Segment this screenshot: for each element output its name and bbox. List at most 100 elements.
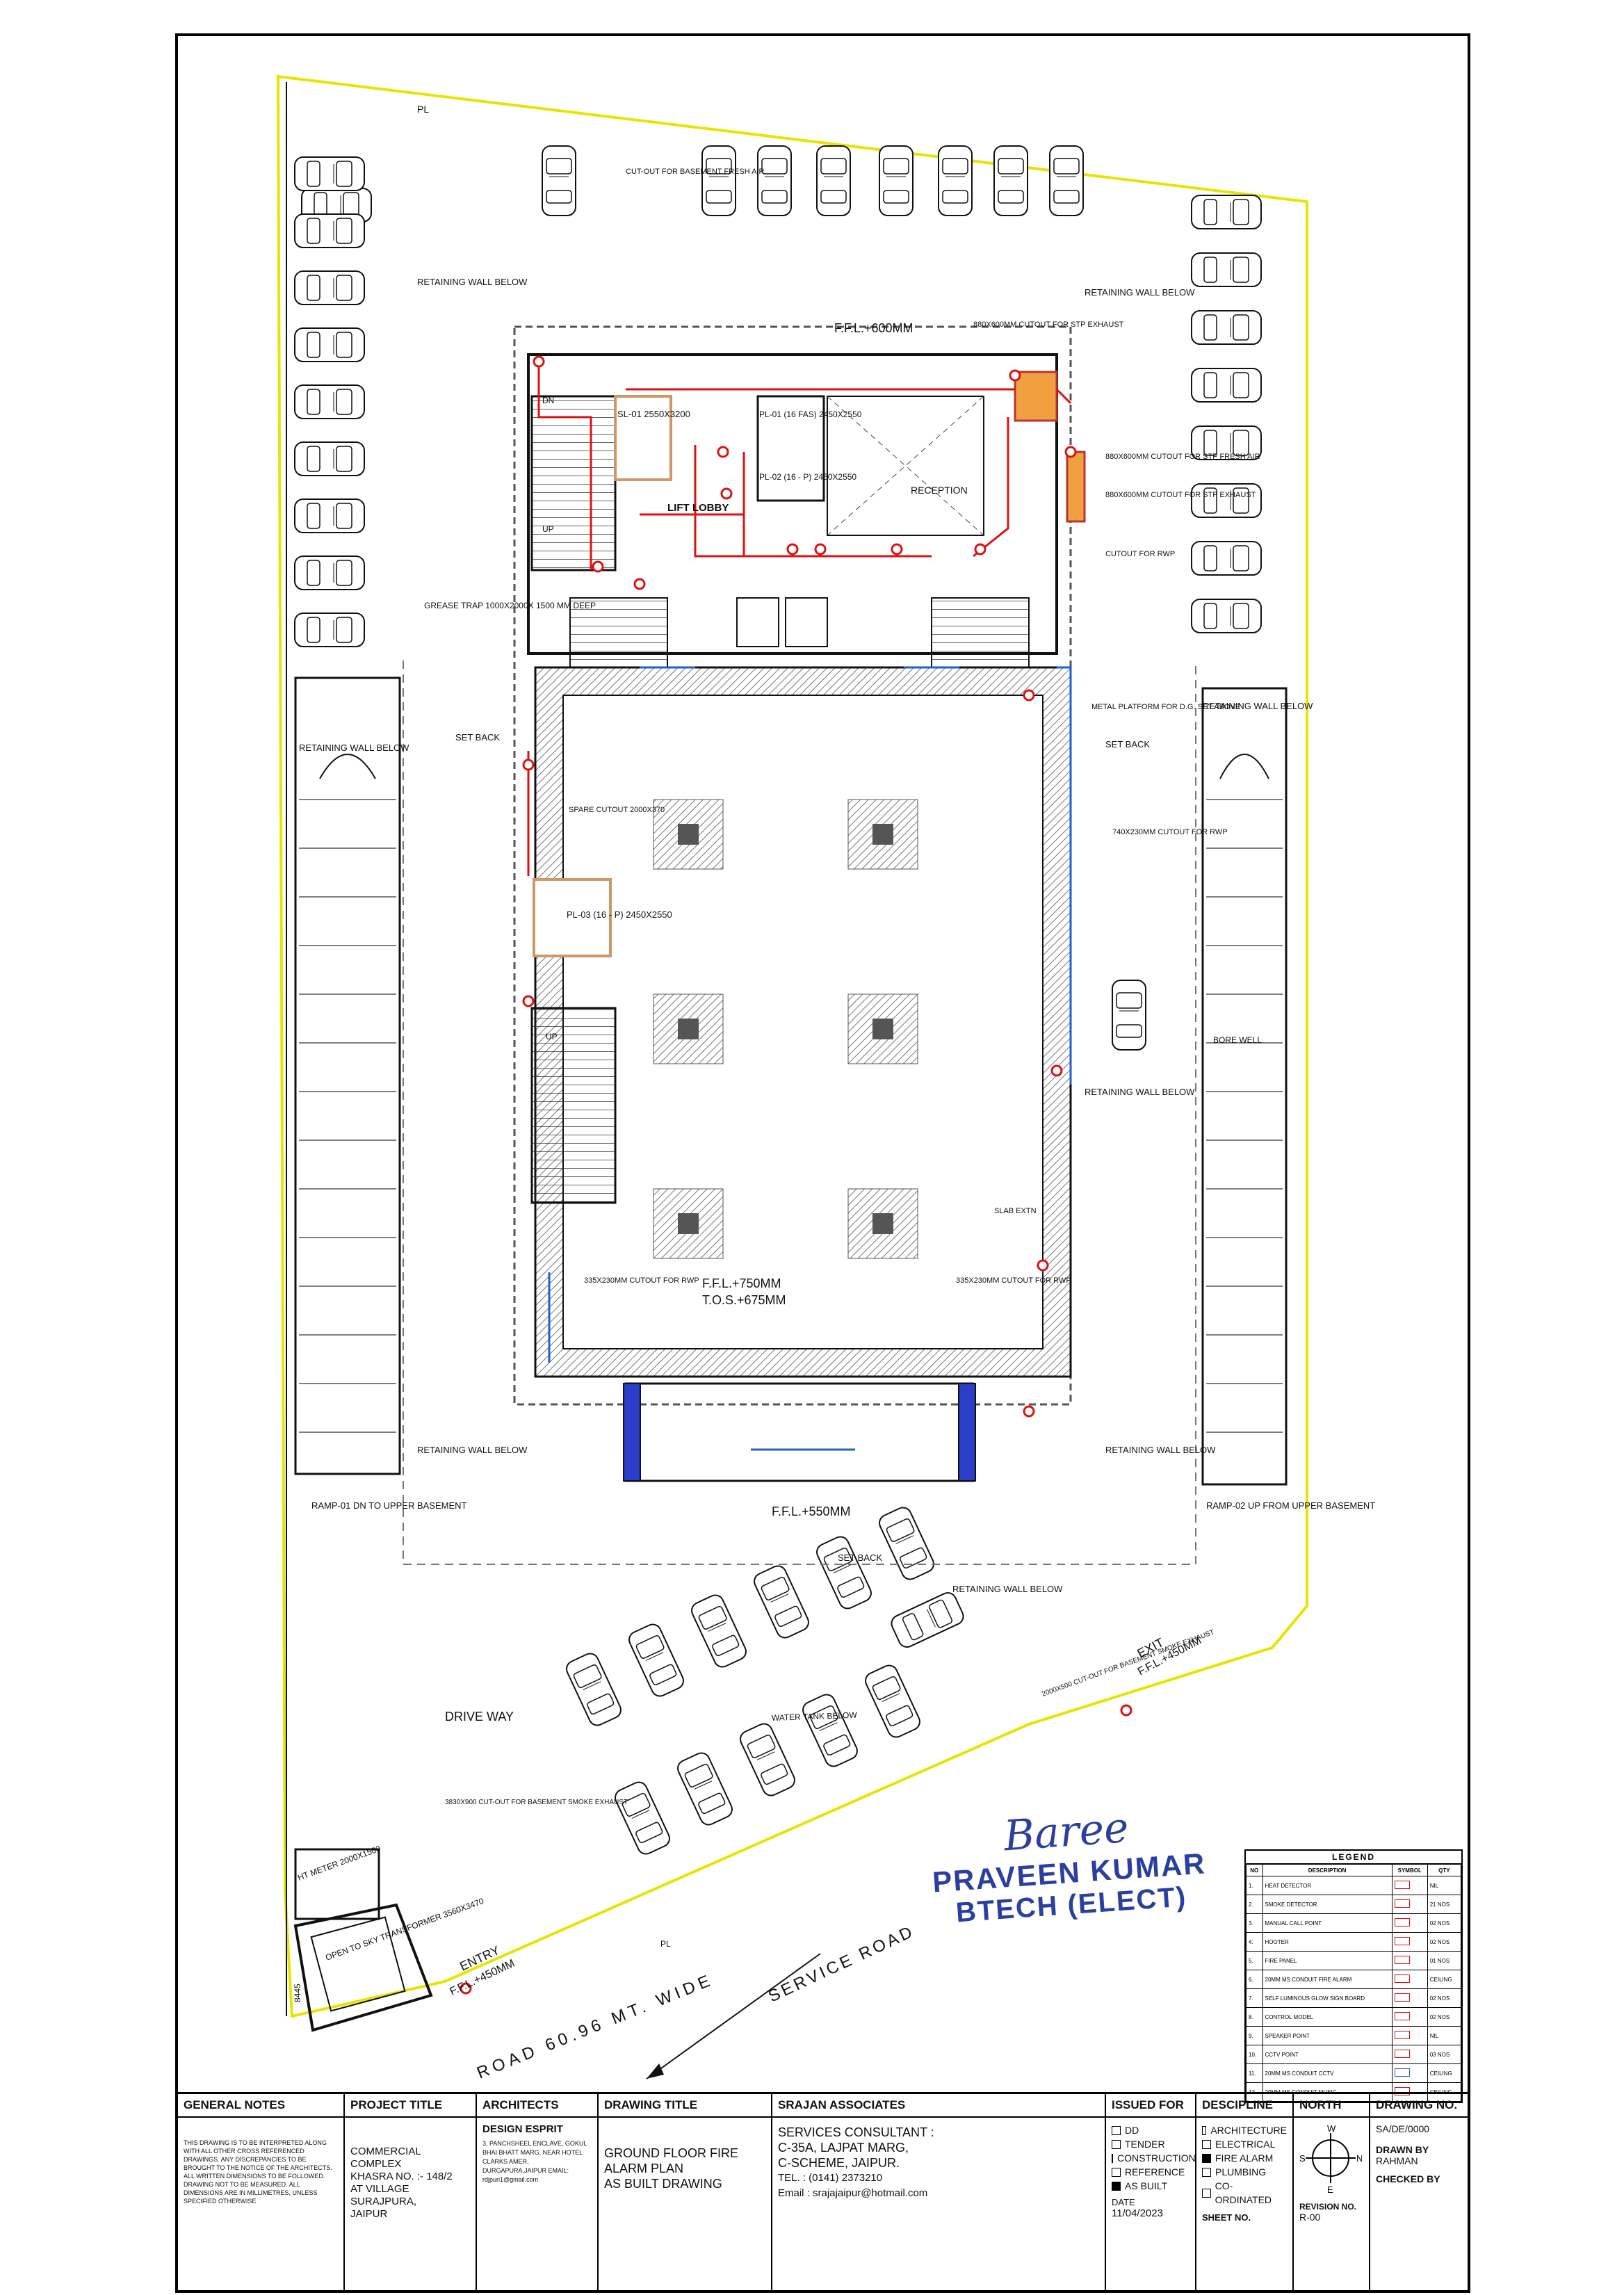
legend-description: MANUAL CALL POINT <box>1262 1913 1392 1933</box>
checkbox-icon <box>1112 2181 1121 2191</box>
column <box>872 1019 893 1039</box>
parked-car-bottom <box>888 1589 967 1651</box>
legend-no: 8. <box>1246 2007 1263 2027</box>
pl03-label: PL-03 (16 - P) 2450X2550 <box>567 909 672 920</box>
stair-core-top-left <box>569 597 668 668</box>
project-line-4: JAIPUR <box>350 2208 388 2220</box>
drawing-title-heading: DRAWING TITLE <box>599 2094 771 2118</box>
parked-car-bottom <box>626 1621 687 1700</box>
grease-trap-label: GREASE TRAP 1000X2000X 1500 MM DEEP <box>424 601 596 610</box>
dimension-8445-label: 8445 <box>293 1984 302 2002</box>
legend-qty: 02 NOS <box>1427 1932 1462 1952</box>
parked-car-right <box>1112 980 1146 1051</box>
stair-core-top <box>530 395 617 571</box>
parked-car-top <box>879 145 914 216</box>
legend-symbol-icon <box>1391 1988 1428 2008</box>
consultant-line-2: C-35A, LAJPAT MARG, <box>778 2141 909 2155</box>
stair-up-label: UP <box>542 524 554 534</box>
checkbox-item: TENDER <box>1112 2137 1189 2151</box>
checkbox-item: FIRE ALARM <box>1202 2151 1287 2165</box>
drawing-title-line-3: AS BUILT DRAWING <box>604 2177 722 2191</box>
parked-car-right <box>1191 310 1262 345</box>
cctv-wiring <box>548 666 1072 1451</box>
transformer <box>310 1916 406 2012</box>
checkbox-icon <box>1202 2167 1211 2177</box>
legend-symbol-icon <box>1391 1951 1428 1970</box>
parked-car-left <box>294 555 365 590</box>
smoke-detector-icon <box>1120 1704 1132 1717</box>
stp-fresh-air-label: 880X600MM CUTOUT FOR STP FRESH AIR <box>1105 453 1260 461</box>
checkbox-item: ELECTRICAL <box>1202 2137 1287 2151</box>
checkbox-label: ARCHITECTURE <box>1210 2125 1287 2136</box>
transformer-yard <box>293 1903 433 2032</box>
parked-car-bottom <box>688 1591 749 1671</box>
checkbox-icon <box>1202 2125 1207 2135</box>
consultant-line-1: SERVICES CONSULTANT : <box>778 2125 934 2139</box>
fire-alarm-wiring <box>527 362 1072 876</box>
pl-label: PL <box>417 104 429 115</box>
ramp-01 <box>294 676 401 1475</box>
retaining-wall-label-8: RETAINING WALL BELOW <box>952 1584 1063 1594</box>
checkbox-label: FIRE ALARM <box>1215 2152 1274 2164</box>
column <box>678 1019 699 1039</box>
checkbox-icon <box>1202 2153 1211 2163</box>
parked-car-bottom <box>876 1504 937 1583</box>
parked-car-left <box>294 498 365 533</box>
parked-car-bottom <box>799 1691 861 1770</box>
smoke-detector-icon <box>1064 446 1077 458</box>
metal-platform-label: METAL PLATFORM FOR D.G. SET ABOVE <box>1091 703 1240 711</box>
consultant-cell: SRAJAN ASSOCIATES SERVICES CONSULTANT : … <box>772 2094 1106 2292</box>
ramp02-label: RAMP-02 UP FROM UPPER BASEMENT <box>1206 1500 1375 1511</box>
general-notes-cell: GENERAL NOTES THIS DRAWING IS TO BE INTE… <box>178 2094 345 2292</box>
checkbox-icon <box>1202 2139 1211 2149</box>
legend-description: 20MM MS CONDUIT FIRE ALARM <box>1262 1970 1392 1989</box>
date-value: 11/04/2023 <box>1112 2207 1163 2219</box>
sl01-label: SL-01 2550X3200 <box>617 409 690 419</box>
legend-grid: NO DESCRIPTION SYMBOL QTY 1.HEAT DETECTO… <box>1246 1864 1462 2102</box>
drawing-no-value: SA/DE/0000 <box>1376 2123 1430 2134</box>
drawing-title-cell: DRAWING TITLE GROUND FLOOR FIRE ALARM PL… <box>599 2094 772 2292</box>
drawn-by-value: RAHMAN <box>1376 2155 1418 2166</box>
parked-car-left <box>294 213 365 248</box>
project-line-3: AT VILLAGE SURAJPURA, <box>350 2183 417 2207</box>
legend-symbol-icon <box>1391 2026 1428 2045</box>
parked-car-top <box>542 145 576 216</box>
legend-no: 2. <box>1246 1895 1263 1914</box>
stp-fresh-air-box <box>1066 451 1086 523</box>
stp-cutout-box <box>1014 371 1058 422</box>
legend-no: 5. <box>1246 1951 1263 1970</box>
legend-description: HEAT DETECTOR <box>1262 1876 1392 1895</box>
drawing-no-heading: DRAWING NO. <box>1370 2094 1468 2118</box>
compass-w: W <box>1327 2123 1336 2134</box>
parked-car-bottom <box>563 1650 624 1729</box>
title-block: GENERAL NOTES THIS DRAWING IS TO BE INTE… <box>178 2092 1468 2292</box>
drawing-title-line-2: ALARM PLAN <box>604 2162 684 2175</box>
architects-cell: ARCHITECTS DESIGN ESPRIT 3, PANCHSHEEL E… <box>477 2094 599 2292</box>
parked-car-right <box>1191 541 1262 576</box>
parked-car-right <box>1191 252 1262 287</box>
drive-way-label: DRIVE WAY <box>445 1710 514 1724</box>
column <box>678 1213 699 1234</box>
drawing-frame <box>175 33 1470 2293</box>
reception-label: RECEPTION <box>911 485 968 496</box>
checked-by-label: CHECKED BY <box>1376 2173 1440 2184</box>
legend-description: SPEAKER POINT <box>1262 2026 1392 2045</box>
parked-car-top <box>1049 145 1084 216</box>
project-line-1: COMMERCIAL COMPLEX <box>350 2146 421 2170</box>
smoke-detector-icon <box>522 995 535 1007</box>
tos-675-label: T.O.S.+675MM <box>702 1293 786 1307</box>
service-road-label: SERVICE ROAD <box>765 1922 918 2006</box>
checkbox-item: ARCHITECTURE <box>1202 2123 1287 2137</box>
consultant-line-5: Email : srajajaipur@hotmail.com <box>778 2187 928 2199</box>
smoke-detector-icon <box>592 560 604 573</box>
checkbox-icon <box>1112 2153 1113 2163</box>
retaining-wall-label-3: RETAINING WALL BELOW <box>299 743 409 753</box>
parked-car-top <box>816 145 851 216</box>
smoke-detector-icon <box>974 543 986 555</box>
retaining-wall-label-6: RETAINING WALL BELOW <box>417 1445 528 1455</box>
general-notes-heading: GENERAL NOTES <box>178 2094 343 2118</box>
lift-2 <box>785 597 828 647</box>
